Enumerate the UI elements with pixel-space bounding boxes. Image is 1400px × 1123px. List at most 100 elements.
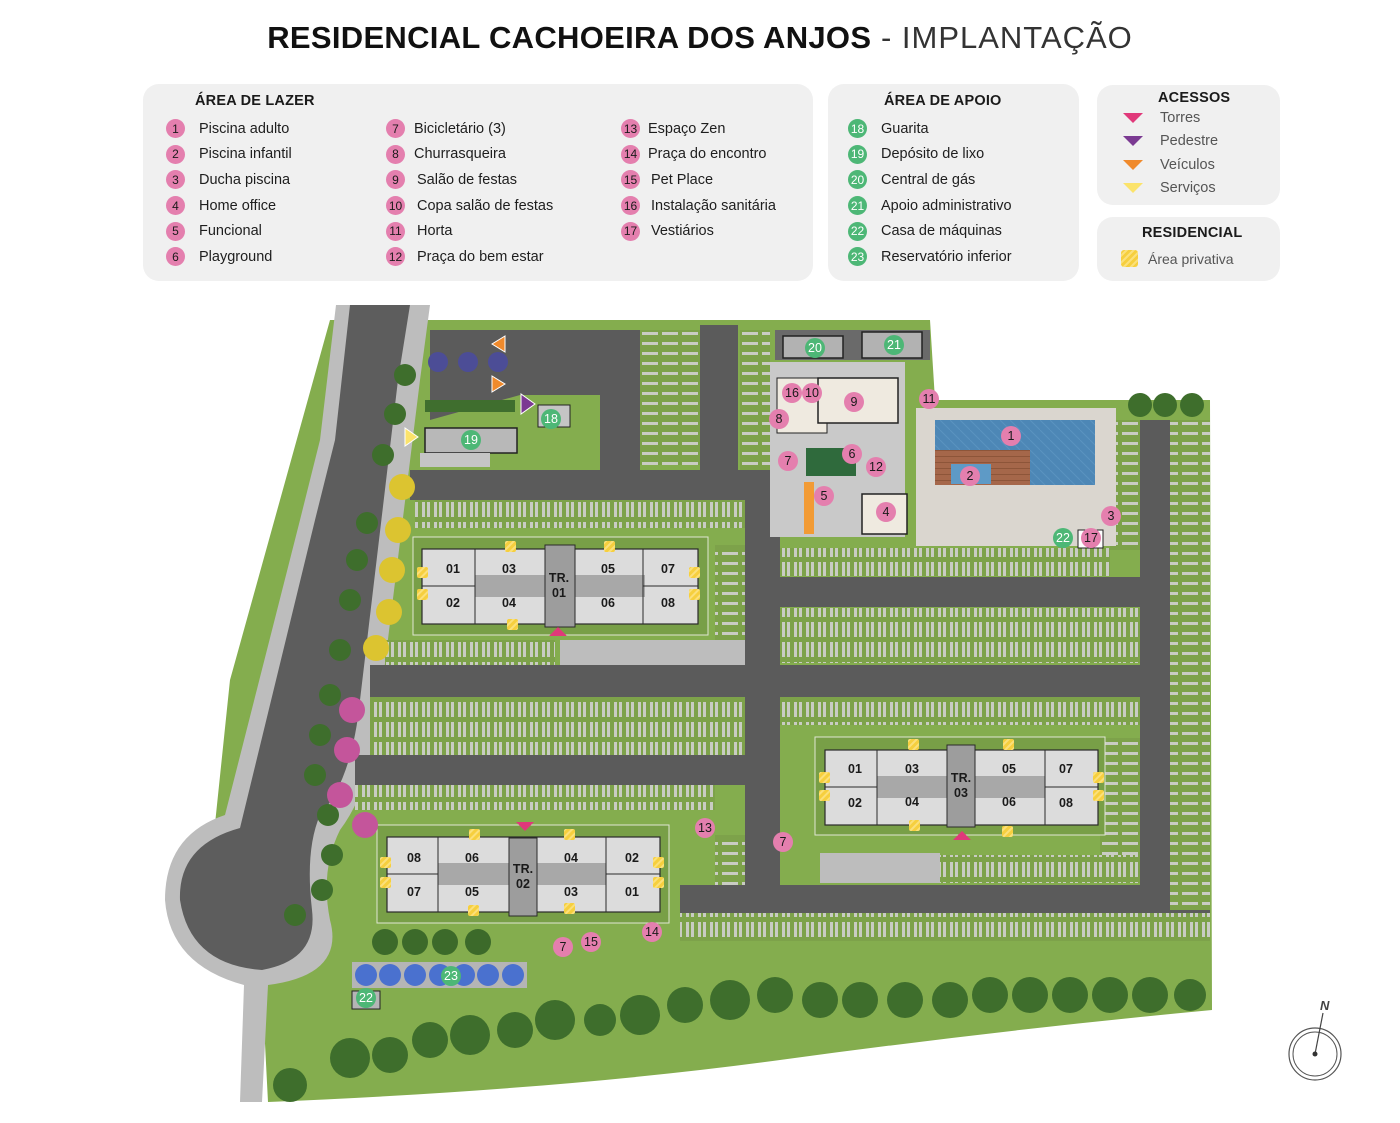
parking-areas: [355, 330, 1210, 941]
street-trees: [284, 364, 416, 926]
page-title: RESIDENCIAL CACHOEIRA DOS ANJOS - IMPLAN…: [0, 20, 1400, 56]
unit-label: 04: [502, 596, 516, 610]
map-marker-casa-maquinas[interactable]: 22: [356, 988, 376, 1008]
number-marker-icon: 20: [848, 170, 867, 190]
pink-trees: [327, 697, 378, 838]
map-marker-central-gas[interactable]: 20: [805, 338, 825, 358]
unit-label: 07: [1059, 762, 1073, 776]
map-marker-playground[interactable]: 6: [842, 444, 862, 464]
number-marker-icon: 21: [848, 196, 867, 216]
service-access-icon: [404, 427, 419, 447]
legend-item: Área privativa: [1121, 250, 1234, 267]
number-marker-icon: 2: [166, 144, 185, 164]
map-marker-bicicletario[interactable]: 7: [778, 451, 798, 471]
title-sub: IMPLANTAÇÃO: [901, 20, 1133, 55]
number-marker-icon: 7: [386, 119, 405, 139]
number-marker-icon: 11: [386, 221, 405, 241]
yellow-trees: [363, 474, 415, 661]
internal-roads: [355, 325, 1210, 913]
unit-label: 02: [446, 596, 460, 610]
map-marker-copa-salao[interactable]: 10: [802, 383, 822, 403]
map-marker-instalacao-sanitaria[interactable]: 16: [782, 383, 802, 403]
unit-label: 02: [625, 851, 639, 865]
number-marker-icon: 5: [166, 221, 185, 241]
unit-label: 06: [1002, 795, 1016, 809]
title-main: RESIDENCIAL CACHOEIRA DOS ANJOS: [267, 20, 872, 55]
map-marker-bicicletario[interactable]: 7: [553, 937, 573, 957]
map-marker-vestiarios[interactable]: 17: [1081, 528, 1101, 548]
number-marker-icon: 19: [848, 144, 867, 164]
map-marker-deposito-lixo[interactable]: 19: [461, 430, 481, 450]
map-marker-pet-place[interactable]: 15: [581, 932, 601, 952]
map-marker-horta[interactable]: 11: [919, 389, 939, 409]
leisure-area: [770, 330, 1116, 549]
title-separator: -: [871, 20, 902, 55]
unit-label: 03: [502, 562, 516, 576]
pedestrian-access-icon: [1123, 136, 1143, 147]
vehicle-access-icon: [491, 335, 506, 353]
number-marker-icon: 8: [386, 144, 405, 164]
map-marker-piscina-adulto[interactable]: 1: [1001, 426, 1021, 446]
tower-01-block: [412, 536, 709, 636]
map-marker-casa-maquinas[interactable]: 22: [1053, 528, 1073, 548]
number-marker-icon: 15: [621, 170, 640, 190]
unit-label: 06: [465, 851, 479, 865]
unit-label: 06: [601, 596, 615, 610]
map-marker-ducha-piscina[interactable]: 3: [1101, 506, 1121, 526]
north-compass: [1288, 1012, 1342, 1081]
unit-label: 03: [564, 885, 578, 899]
map-marker-guarita[interactable]: 18: [541, 409, 561, 429]
map-marker-praca-encontro[interactable]: 14: [642, 922, 662, 942]
tower-02-block: [376, 824, 670, 924]
map-marker-salao-de-festas[interactable]: 9: [844, 392, 864, 412]
tower-03-block: [814, 736, 1106, 836]
number-marker-icon: 22: [848, 221, 867, 241]
shrubs: [372, 929, 491, 955]
torres-access-icon: [1123, 112, 1143, 123]
number-marker-icon: 4: [166, 196, 185, 216]
unit-label: 01: [446, 562, 460, 576]
map-marker-churrasqueira[interactable]: 8: [769, 409, 789, 429]
blue-shrubs: [428, 352, 508, 372]
map-marker-reservatorio[interactable]: 23: [441, 966, 461, 986]
service-access-icon: [1123, 183, 1143, 194]
unit-label: 07: [661, 562, 675, 576]
map-marker-bicicletario[interactable]: 7: [773, 832, 793, 852]
map-marker-praca-bem-estar[interactable]: 12: [866, 457, 886, 477]
tower-label: TR.03: [950, 771, 972, 800]
private-area-icon: [1121, 250, 1138, 267]
unit-label: 08: [661, 596, 675, 610]
map-marker-apoio-administrativo[interactable]: 21: [884, 335, 904, 355]
vehicle-access-icon: [491, 375, 506, 393]
unit-label: 04: [905, 795, 919, 809]
number-marker-icon: 16: [621, 196, 640, 216]
unit-label: 05: [1002, 762, 1016, 776]
map-marker-funcional[interactable]: 5: [814, 486, 834, 506]
acessos-list: Torres Pedestre Veículos Serviços: [1123, 106, 1218, 200]
tower-label: TR.02: [512, 862, 534, 891]
map-marker-espaco-zen[interactable]: 13: [695, 818, 715, 838]
vehicle-access-icon: [1123, 159, 1143, 170]
map-marker-piscina-infantil[interactable]: 2: [960, 466, 980, 486]
map-marker-home-office[interactable]: 4: [876, 502, 896, 522]
